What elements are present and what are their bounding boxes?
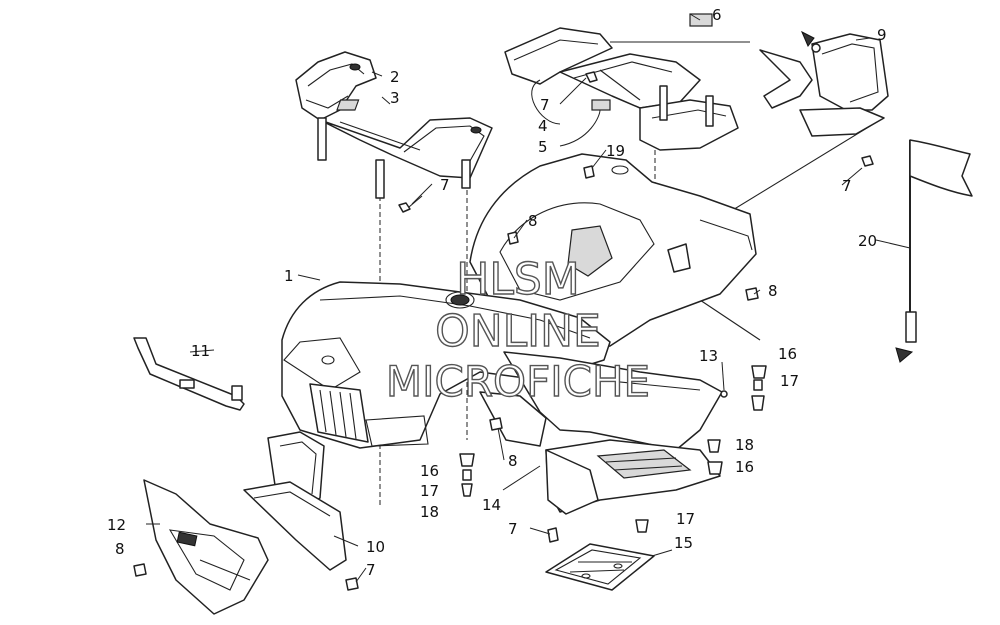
- callout-17: 17: [420, 482, 439, 500]
- callout-19: 19: [606, 142, 625, 160]
- callout-8: 8: [115, 540, 125, 558]
- fender-side-panel: [503, 351, 723, 451]
- panel-crease: [599, 379, 701, 391]
- callout-17: 17: [676, 510, 695, 528]
- front-body-hood: [281, 281, 611, 449]
- watermark-line-2: ONLINE: [435, 306, 601, 357]
- tow-bracket: [759, 30, 889, 137]
- callout-2: 2: [390, 68, 400, 86]
- callout-18: 18: [735, 436, 754, 454]
- callout-9: 9: [877, 26, 887, 44]
- callout-7: 7: [842, 177, 852, 195]
- callout-1: 1: [284, 267, 294, 285]
- callout-6: 6: [712, 6, 722, 24]
- callout-8: 8: [528, 212, 538, 230]
- watermark-line-3: MICROFICHE: [386, 357, 650, 406]
- callout-4: 4: [538, 117, 548, 135]
- callout-16: 16: [778, 345, 797, 363]
- leader-lines: [146, 13, 911, 583]
- callout-13: 13: [699, 347, 718, 365]
- bolt-icon: [398, 202, 411, 213]
- support-bar: [133, 337, 245, 411]
- callout-16: 16: [735, 458, 754, 476]
- callout-7: 7: [540, 96, 550, 114]
- floorboard: [545, 439, 721, 515]
- callout-15: 15: [674, 534, 693, 552]
- bumper-bracket: [243, 431, 347, 571]
- callout-3: 3: [390, 89, 400, 107]
- hardware: [133, 165, 767, 591]
- bolt-icon: [585, 71, 598, 83]
- bolt-shank: [408, 195, 423, 208]
- callout-8: 8: [768, 282, 778, 300]
- decal-5: [591, 99, 611, 111]
- front-grille: [309, 383, 369, 443]
- watermark-line-1: HLSM: [456, 254, 580, 305]
- centerline: [699, 299, 761, 341]
- callout-8: 8: [508, 452, 518, 470]
- callout-11: 11: [191, 342, 210, 360]
- callout-14: 14: [482, 496, 501, 514]
- mud-flap: [479, 391, 547, 447]
- callout-7: 7: [366, 561, 376, 579]
- callout-7: 7: [508, 520, 518, 538]
- callout-labels: 1 2 3 4 5 6 7 7 7 7 7 8 8 8 8 9 10 11 12…: [107, 6, 887, 579]
- callout-20: 20: [858, 232, 877, 250]
- safety-flag: [895, 139, 973, 363]
- skid-plate: [545, 543, 655, 591]
- rear-fender-body: [469, 153, 757, 353]
- rear-rack: [504, 27, 739, 151]
- callout-7: 7: [440, 176, 450, 194]
- front-bumper: [143, 479, 269, 615]
- callout-12: 12: [107, 516, 126, 534]
- callout-17: 17: [780, 372, 799, 390]
- watermark: HLSM ONLINE MICROFICHE: [385, 253, 651, 406]
- callout-18: 18: [420, 503, 439, 521]
- decal-3: [336, 99, 360, 111]
- callout-5: 5: [538, 138, 548, 156]
- callout-16: 16: [420, 462, 439, 480]
- bolt-icon: [861, 155, 874, 167]
- callout-10: 10: [366, 538, 385, 556]
